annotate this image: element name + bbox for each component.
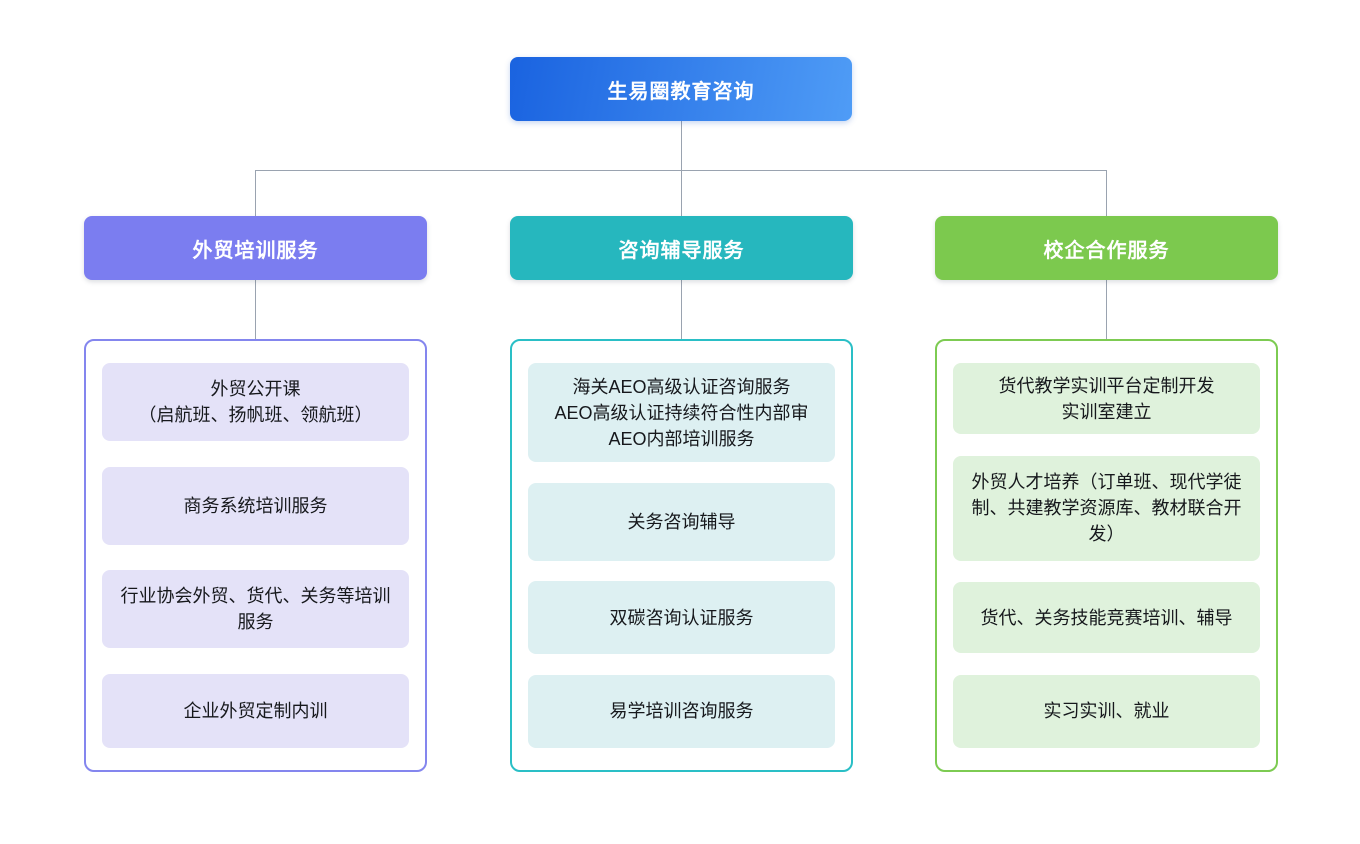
- service-item: 企业外贸定制内训: [102, 673, 409, 748]
- connector-col2-bottom: [681, 280, 682, 339]
- connector-col1-top: [255, 170, 256, 216]
- service-item: 外贸人才培养（订单班、现代学徒制、共建教学资源库、教材联合开发）: [953, 455, 1260, 561]
- branch-items-panel: 外贸公开课 （启航班、扬帆班、领航班） 商务系统培训服务 行业协会外贸、货代、关…: [84, 339, 427, 772]
- service-item: 货代教学实训平台定制开发 实训室建立: [953, 363, 1260, 434]
- connector-col3-bottom: [1106, 280, 1107, 339]
- branch-school-enterprise: 校企合作服务 货代教学实训平台定制开发 实训室建立 外贸人才培养（订单班、现代学…: [935, 216, 1278, 772]
- connector-col1-bottom: [255, 280, 256, 339]
- branch-items-panel: 货代教学实训平台定制开发 实训室建立 外贸人才培养（订单班、现代学徒制、共建教学…: [935, 339, 1278, 772]
- branch-header: 外贸培训服务: [84, 216, 427, 280]
- service-item: 双碳咨询认证服务: [528, 581, 835, 655]
- root-node: 生易圈教育咨询: [510, 57, 852, 121]
- service-item: 货代、关务技能竞赛培训、辅导: [953, 582, 1260, 654]
- connector-col3-top: [1106, 170, 1107, 216]
- service-item: 海关AEO高级认证咨询服务 AEO高级认证持续符合性内部审 AEO内部培训服务: [528, 363, 835, 462]
- service-item: 行业协会外贸、货代、关务等培训服务: [102, 570, 409, 649]
- service-item: 外贸公开课 （启航班、扬帆班、领航班）: [102, 363, 409, 441]
- service-item: 易学培训咨询服务: [528, 674, 835, 748]
- service-item: 商务系统培训服务: [102, 466, 409, 545]
- connector-root-drop: [681, 121, 682, 170]
- branch-items-panel: 海关AEO高级认证咨询服务 AEO高级认证持续符合性内部审 AEO内部培训服务 …: [510, 339, 853, 772]
- service-item: 关务咨询辅导: [528, 482, 835, 561]
- connector-col2-top: [681, 170, 682, 216]
- branch-header: 校企合作服务: [935, 216, 1278, 280]
- service-item: 实习实训、就业: [953, 674, 1260, 748]
- branch-foreign-trade-training: 外贸培训服务 外贸公开课 （启航班、扬帆班、领航班） 商务系统培训服务 行业协会…: [84, 216, 427, 772]
- branch-consulting-coaching: 咨询辅导服务 海关AEO高级认证咨询服务 AEO高级认证持续符合性内部审 AEO…: [510, 216, 853, 772]
- branch-header: 咨询辅导服务: [510, 216, 853, 280]
